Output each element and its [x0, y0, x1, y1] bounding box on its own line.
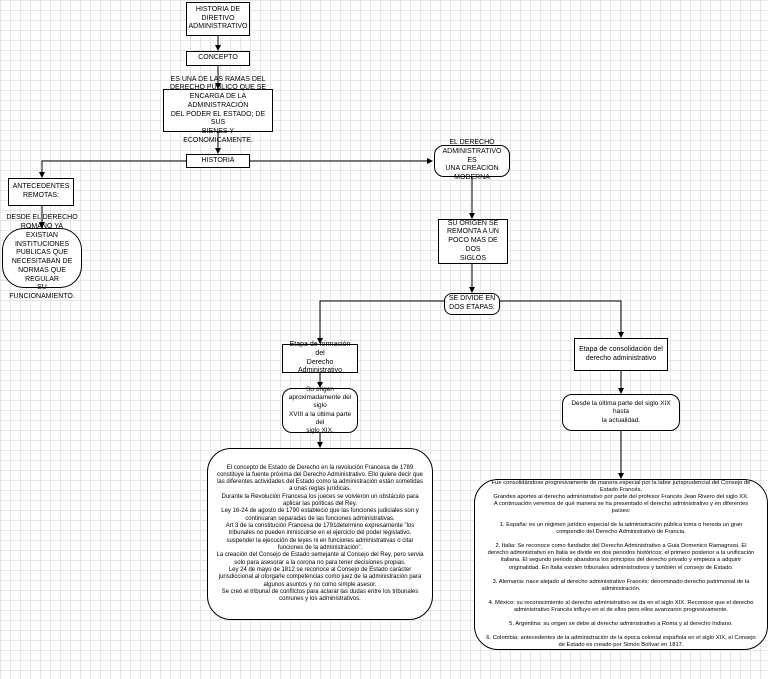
formacion-detalle-box: El concepto de Estado de Derecho en la r…	[207, 448, 433, 620]
title-box: HISTORIA DE DIRETIVO ADMINISTRATIVO	[186, 2, 250, 36]
desde-xix-box: Desde la última parte del siglo XIX hast…	[562, 394, 680, 431]
formacion-box: Etapa de formación del Derecho Administr…	[282, 341, 358, 374]
concepto-box: CONCEPTO	[186, 51, 250, 66]
edge-etapas-consolidacion	[500, 300, 624, 338]
historia-box: HISTORIA	[186, 154, 250, 168]
origen-box: SU ORIGEN SE REMONTA A UN POCO MAS DE DO…	[438, 219, 508, 264]
edge-historia-antecedentes	[39, 160, 186, 178]
moderna-box: EL DERECHO ADMINISTRATIVO ES UNA CREACIO…	[434, 139, 510, 181]
etapas-box: SE DIVIDE EN DOS ETAPAS:	[444, 293, 500, 315]
consolidacion-box: Etapa de consolidación del derecho admin…	[574, 338, 668, 371]
edge-etapas-formacion	[317, 300, 444, 344]
consolidacion-detalle-box: Fue consolidándose progresivamente de ma…	[474, 479, 768, 650]
definicion-box: ES UNA DE LAS RAMAS DEL DERECHO PUBLICO …	[163, 76, 273, 144]
antecedentes-box: ANTECEDENTES REMOTAS:	[8, 178, 74, 206]
romano-box: DESDE EL DERECHO ROMANO YA EXISTIAN INST…	[2, 214, 82, 300]
origen-xviii-box: Su origen aproximadamente del siglo XVII…	[282, 386, 358, 434]
